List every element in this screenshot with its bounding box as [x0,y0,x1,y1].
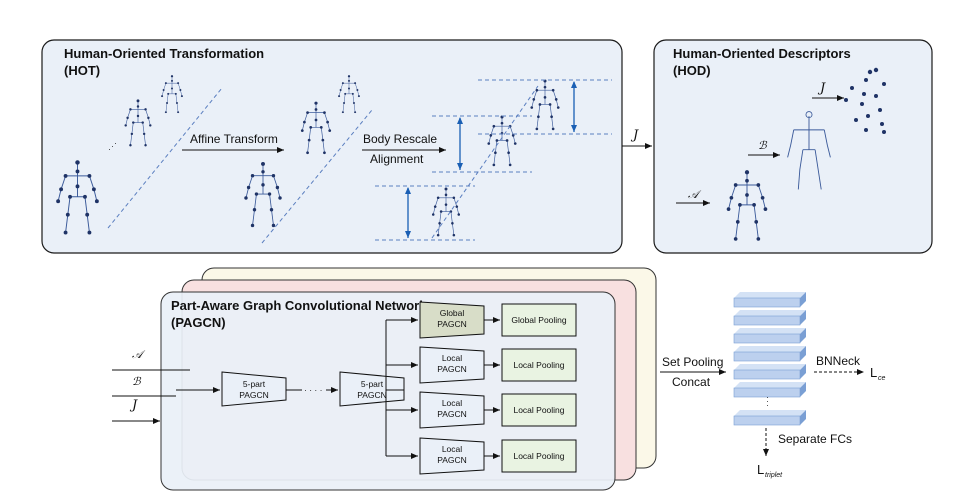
input-symbol-a: 𝒜 [132,348,146,361]
svg-text:·: · [766,400,769,410]
rescale-label: Body Rescale [363,132,437,146]
svg-text:Local Pooling: Local Pooling [513,360,564,370]
svg-text:PAGCN: PAGCN [357,390,387,400]
loss-triplet: L [757,462,764,477]
head: Set Pooling Concat · · · BNNeck L ce Sep… [660,292,886,479]
branch-local-3: Local PAGCN Local Pooling [419,437,577,475]
pagcn-title: Part-Aware Graph Convolutional Network [171,298,427,313]
hod-symbol-b: ℬ [758,139,768,152]
rescaled-skeletons [375,79,612,241]
loss-ce: L [870,365,877,380]
branch-global: Global PAGCN Global Pooling [419,301,577,339]
hod-symbol-j: J [817,81,826,96]
svg-text:Local: Local [442,398,462,408]
branch-connectors [385,317,418,459]
svg-text:5-part: 5-part [361,379,384,389]
branch-local-2: Local PAGCN Local Pooling [419,391,577,429]
svg-text:Local Pooling: Local Pooling [513,405,564,415]
part-pagcn-2: 5-part PAGCN [339,371,405,407]
descriptor-joint-cloud [844,67,886,134]
dashed-ground-1 [107,87,223,229]
alignment-label: Alignment [370,152,424,166]
svg-text:·: · [766,392,769,402]
global-pooling-label: Global Pooling [511,315,567,325]
set-pooling-label: Set Pooling [662,355,723,369]
hod-panel: Human-Oriented Descriptors (HOD) 𝒜 ℬ J [653,39,933,254]
concat-label: Concat [672,375,711,389]
hot-abbr: (HOT) [64,63,100,78]
feature-bars: · · · [733,292,806,426]
pagcn-abbr: (PAGCN) [171,315,226,330]
hot-panel: Human-Oriented Transformation (HOT) · · … [41,39,623,254]
ellipsis-1: · [108,144,111,154]
svg-text:PAGCN: PAGCN [437,455,467,465]
separate-fcs-label: Separate FCs [778,432,852,446]
svg-text:·: · [766,396,769,406]
hot-output-symbol: J [630,128,639,143]
hod-abbr: (HOD) [673,63,711,78]
svg-text:PAGCN: PAGCN [437,409,467,419]
loss-ce-sub: ce [878,375,886,382]
bnneck-label: BNNeck [816,354,861,368]
svg-text:Local Pooling: Local Pooling [513,451,564,461]
branch-local-1: Local PAGCN Local Pooling [419,346,577,384]
hod-title: Human-Oriented Descriptors [673,46,851,61]
svg-text:PAGCN: PAGCN [437,319,467,329]
svg-text:Local: Local [442,444,462,454]
input-symbol-j: J [129,398,138,413]
svg-text:Global: Global [440,308,465,318]
svg-text:Local: Local [442,353,462,363]
svg-text:PAGCN: PAGCN [437,364,467,374]
svg-text:·: · [111,141,114,151]
layer-ellipsis: · · · · [304,385,322,395]
svg-text:PAGCN: PAGCN [239,390,269,400]
input-symbol-b: ℬ [132,375,142,388]
svg-text:·: · [114,138,117,148]
part-pagcn-1: 5-part PAGCN [221,371,287,407]
svg-text:5-part: 5-part [243,379,266,389]
loss-triplet-sub: triplet [765,472,783,479]
dashed-ground-2 [261,109,373,244]
hot-title: Human-Oriented Transformation [64,46,264,61]
affine-label: Affine Transform [190,132,278,146]
